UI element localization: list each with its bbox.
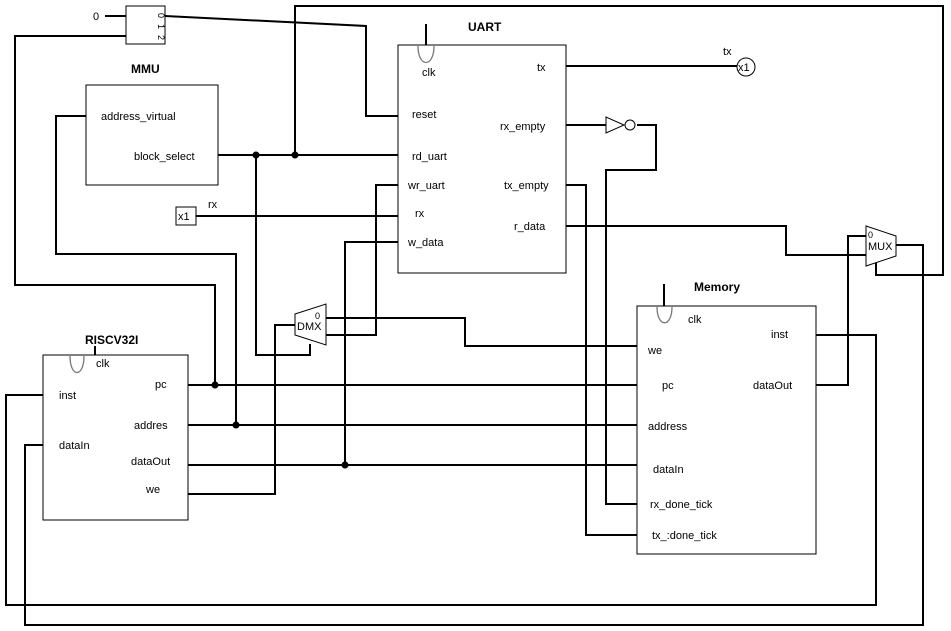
clock-symbol [69, 355, 85, 374]
uart-block [397, 44, 567, 274]
cpu-port-clk: clk [96, 358, 110, 370]
junction-dot [211, 381, 219, 389]
cpu-port-inst: inst [59, 390, 76, 402]
mmu-block [85, 84, 219, 186]
wire-address-virtual [55, 115, 237, 425]
uart-port-w-data: w_data [407, 237, 444, 249]
mux-label: MUX [868, 241, 893, 253]
wire-mux-dataIn [24, 244, 924, 626]
tx-output-pin-label: x1 [738, 62, 750, 74]
wire-mem-inst [5, 334, 877, 606]
cpu-block [42, 354, 189, 521]
splitter-bit: 0 [156, 13, 166, 18]
rx-input-label: rx [208, 199, 218, 211]
uart-port-tx: tx [537, 62, 546, 74]
mux: 0 MUX [865, 225, 897, 267]
uart-port-wr-uart: wr_uart [407, 180, 445, 192]
memory-port-pc: pc [662, 380, 674, 392]
splitter-bit: 1 [156, 24, 166, 29]
splitter-bit: 2 [156, 35, 166, 40]
rx-input-pin: x1 [175, 206, 197, 226]
tx-output-label: tx [723, 46, 732, 58]
cpu-port-we: we [145, 484, 160, 496]
mmu-port-address-virtual: address_virtual [101, 111, 176, 123]
memory-port-clk: clk [688, 314, 702, 326]
uart-port-tx-empty: tx_empty [504, 180, 549, 192]
junction-dot [232, 421, 240, 429]
uart-port-rx: rx [415, 208, 425, 220]
uart-port-clk: clk [422, 67, 436, 79]
memory-block [636, 305, 817, 555]
wire-top-loop [294, 5, 944, 276]
cpu-port-dataIn: dataIn [59, 440, 90, 452]
splitter: 0 1 2 [125, 5, 166, 45]
mmu-port-block-select: block_select [134, 151, 195, 163]
wire-mem-dataout [816, 235, 866, 386]
uart-port-r-data: r_data [514, 221, 546, 233]
mux-sel0: 0 [868, 230, 873, 240]
uart-port-reset: reset [412, 109, 436, 121]
wire-cpu-we [188, 324, 295, 495]
uart-port-rd-uart: rd_uart [412, 151, 447, 163]
tx-output-pin: x1 [736, 57, 756, 77]
wire-r-data [566, 225, 866, 256]
constant-zero: 0 [93, 11, 99, 23]
wires [5, 5, 944, 626]
memory-port-rx-done-tick: rx_done_tick [650, 499, 713, 511]
demux-label: DMX [297, 321, 322, 333]
uart-title: UART [468, 20, 502, 34]
cpu-port-pc: pc [155, 379, 167, 391]
not-gate [605, 116, 636, 134]
junction-dot [252, 151, 260, 159]
wire-dmx-select [255, 155, 311, 356]
clock-symbol [656, 306, 673, 324]
wire-tx-done [566, 184, 637, 536]
memory-port-inst: inst [771, 329, 788, 341]
memory-port-we: we [647, 345, 662, 357]
wire-mem-we [326, 317, 637, 347]
cpu-port-addres: addres [134, 420, 168, 432]
mmu-title: MMU [131, 62, 160, 76]
uart-port-rx-empty: rx_empty [500, 121, 546, 133]
junction-dot [341, 461, 349, 469]
junctions [211, 151, 349, 469]
cpu-port-dataOut: dataOut [131, 456, 170, 468]
wire-reset [164, 15, 398, 117]
memory-title: Memory [694, 280, 740, 294]
wire-splitter-left [14, 35, 216, 385]
cpu-title: RISCV32I [85, 333, 138, 347]
memory-port-tx-done-tick: tx_:done_tick [652, 530, 717, 542]
demux-sel0: 0 [315, 311, 320, 321]
wire-w-data [344, 241, 398, 465]
wire-rx-done [605, 124, 657, 505]
junction-dot [291, 151, 299, 159]
memory-port-address: address [648, 421, 688, 433]
memory-port-dataIn: dataIn [653, 464, 684, 476]
wire-wr-uart [326, 184, 398, 336]
rx-input-pin-label: x1 [178, 211, 190, 223]
memory-port-dataOut: dataOut [753, 380, 792, 392]
clock-symbol [417, 45, 435, 64]
demux: 0 DMX [294, 303, 327, 346]
